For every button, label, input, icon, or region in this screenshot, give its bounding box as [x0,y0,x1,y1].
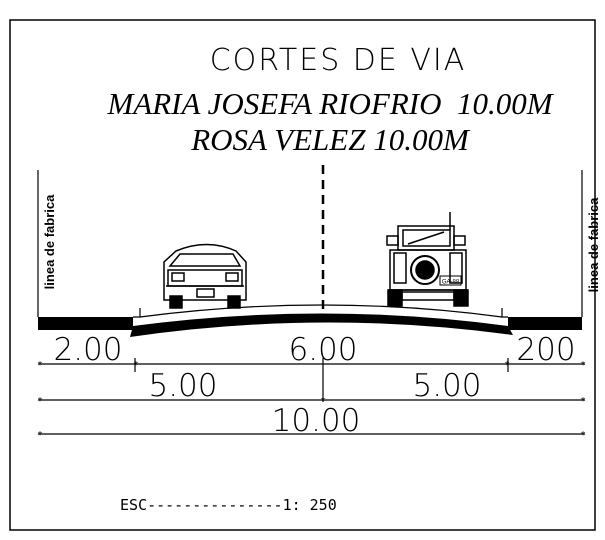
svg-text:*: * [581,396,586,407]
svg-text:*: * [581,430,586,441]
right-curb-outline [501,308,508,318]
street-name-line-1: MARIA JOSEFA RIOFRIO 10.00M [106,86,554,121]
svg-text:*: * [38,360,43,371]
svg-text:*: * [38,396,43,407]
dim-total: 10.00 [272,403,361,439]
svg-text:*: * [134,360,139,371]
left-property-line-label: linea de fabrica [42,194,57,289]
dim-roadway: 6.00 [288,332,357,368]
road-section [38,165,582,337]
svg-text:*: * [38,430,43,441]
right-property-line-label: linea de fabrica [586,197,601,292]
svg-text:*: * [581,360,586,371]
jeep-license-plate: GA-88 [442,280,460,286]
jeep-rear-view-icon: GA-88 [386,212,469,307]
scale-label: ESC [120,496,147,514]
street-name-line-2: ROSA VELEZ 10.00M [190,122,471,157]
scale-dashes: --------------- [147,496,282,514]
left-curb-outline [133,308,141,318]
dim-sidewalk-right: 200 [516,332,575,368]
car-rear-view-icon [163,243,247,309]
svg-text:*: * [321,396,326,407]
dim-sidewalk-left: 2.00 [53,332,122,368]
svg-text:ESC---------------1: 250: ESC---------------1: 250 [120,496,337,514]
dimension-lines [38,358,585,435]
left-sidewalk [38,317,133,330]
dim-half-right: 5.00 [412,368,481,404]
pavement-structure [130,313,513,337]
dim-half-left: 5.00 [148,368,217,404]
drawing-title: CORTES DE VIA [210,43,467,78]
svg-text:*: * [505,360,510,371]
dimension-ticks: * * * * * * * * * [38,360,586,441]
drawing-scale: ESC---------------1: 250 [120,496,337,514]
right-sidewalk [508,317,582,330]
scale-value: 1: 250 [283,496,337,514]
drawing-frame [9,19,596,531]
